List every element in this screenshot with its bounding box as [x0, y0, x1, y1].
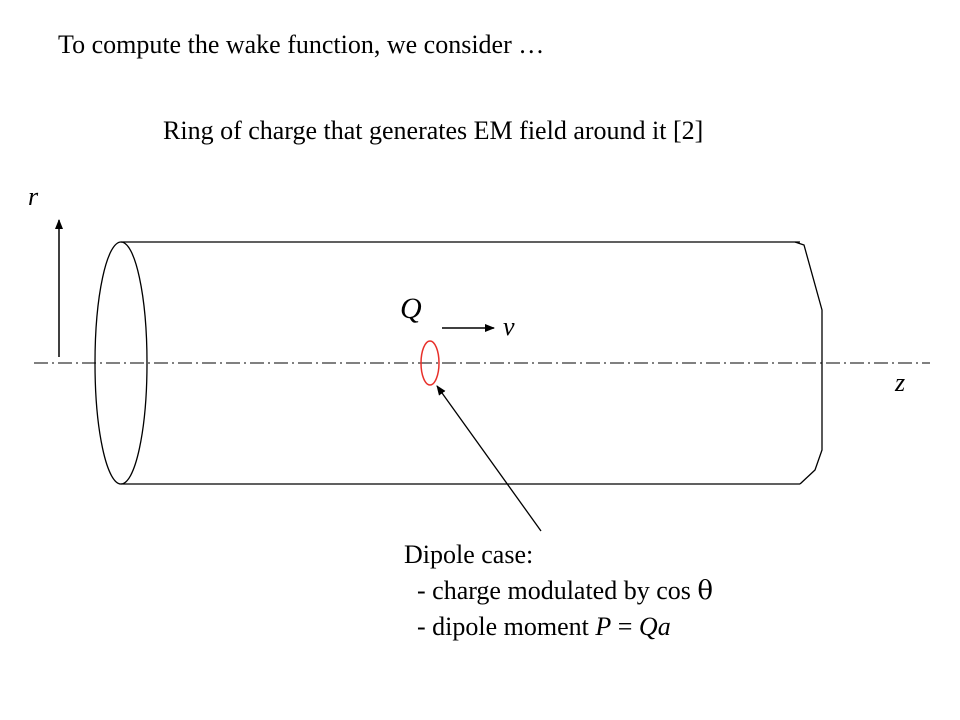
z-axis-label: z	[894, 368, 905, 397]
dipole-note-line-2: - dipole moment P = Qa	[404, 609, 713, 645]
velocity-label: v	[503, 312, 515, 341]
note-pointer-arrow	[436, 385, 542, 532]
dipole-note-title: Dipole case:	[404, 540, 534, 569]
dipole-note: Dipole case: - charge modulated by cos θ…	[404, 537, 713, 645]
charge-ring	[420, 340, 440, 386]
dipole-moment-symbol: P	[595, 612, 612, 641]
charge-label: Q	[400, 292, 422, 325]
dipole-moment-value: Qa	[638, 612, 671, 641]
theta-symbol: θ	[697, 576, 714, 606]
dipole-note-line-1: - charge modulated by cos θ	[404, 573, 713, 609]
equals-sign: =	[611, 612, 639, 641]
dipole-note-line-1-text: - charge modulated by cos	[417, 576, 698, 605]
slide-heading: To compute the wake function, we conside…	[58, 30, 545, 59]
pipe-far-end	[794, 241, 823, 485]
r-axis-label: r	[28, 182, 39, 211]
diagram-caption: Ring of charge that generates EM field a…	[163, 116, 704, 145]
dipole-note-line-2-text: - dipole moment	[417, 612, 596, 641]
